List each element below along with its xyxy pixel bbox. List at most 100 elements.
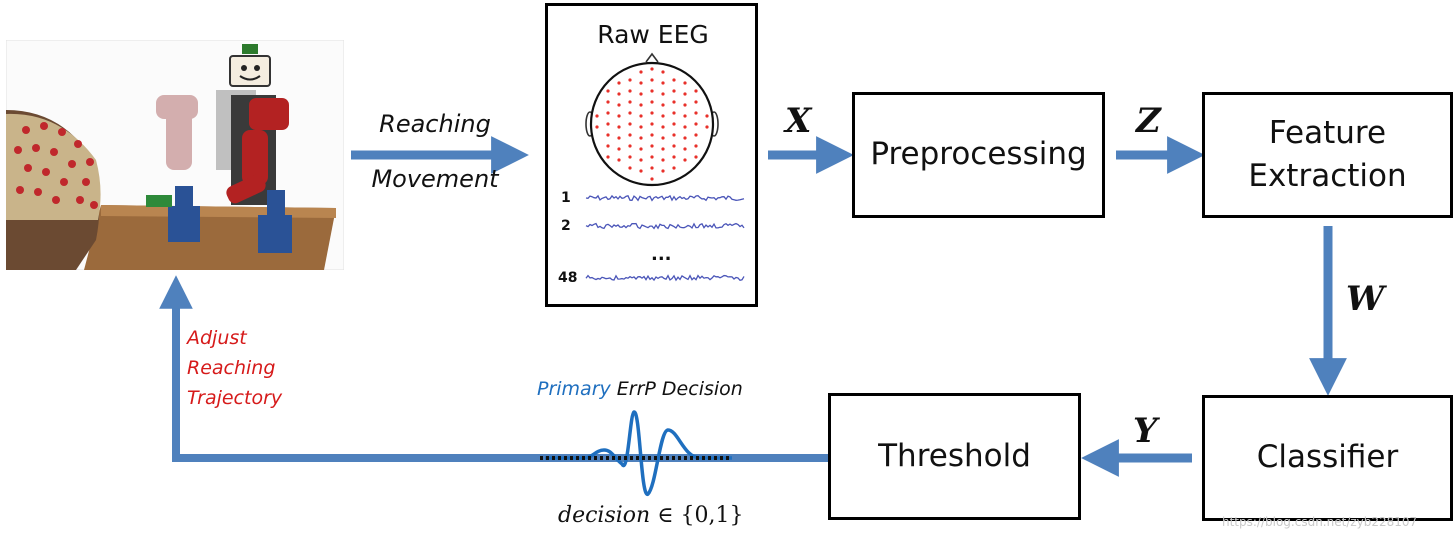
var-y: Y: [1133, 411, 1158, 451]
threshold-block: Threshold: [828, 393, 1081, 520]
electrode: [628, 89, 632, 93]
electrode: [628, 166, 632, 170]
electrode: [683, 147, 687, 151]
electrode: [628, 111, 632, 115]
electrode: [694, 155, 698, 159]
electrode: [672, 122, 676, 126]
electrode: [606, 89, 610, 93]
electrode: [595, 114, 599, 118]
electrode: [661, 114, 665, 118]
electrode: [639, 81, 643, 85]
eeg-traces: [585, 194, 745, 282]
electrode: [617, 114, 621, 118]
electrode: [639, 125, 643, 129]
eeg-trace: [585, 222, 745, 230]
reaching-label: Reaching: [379, 110, 491, 138]
electrode: [661, 147, 665, 151]
channel-48-label: 48: [558, 270, 578, 286]
electrode: [617, 81, 621, 85]
electrode: [694, 89, 698, 93]
electrode: [628, 122, 632, 126]
electrode: [650, 100, 654, 104]
electrode: [650, 155, 654, 159]
scalp-map: [585, 52, 719, 187]
electrode: [650, 177, 654, 181]
electrode: [606, 100, 610, 104]
electrode: [628, 144, 632, 148]
electrode: [606, 144, 610, 148]
var-w: W: [1346, 279, 1385, 319]
electrode: [683, 125, 687, 129]
channel-2-label: 2: [561, 218, 571, 234]
electrode: [672, 78, 676, 82]
electrode: [661, 81, 665, 85]
electrode: [672, 166, 676, 170]
electrode: [606, 122, 610, 126]
movement-label: Movement: [371, 165, 499, 193]
electrode: [661, 92, 665, 96]
primary-word: Primary: [537, 378, 611, 400]
electrode: [683, 114, 687, 118]
electrode: [672, 111, 676, 115]
classifier-label: Classifier: [1256, 439, 1399, 476]
electrode: [606, 111, 610, 115]
channel-ellipsis: ...: [651, 244, 672, 265]
electrode: [694, 133, 698, 137]
electrode: [617, 158, 621, 162]
decision-expression: decision ∈ {0,1}: [558, 503, 744, 528]
electrode: [639, 169, 643, 173]
eeg-trace: [585, 274, 745, 282]
electrode: [595, 125, 599, 129]
electrode: [672, 144, 676, 148]
electrode: [639, 70, 643, 74]
errp-decision-label: Primary ErrP Decision: [537, 378, 743, 400]
electrode: [639, 136, 643, 140]
electrode: [683, 92, 687, 96]
electrode: [650, 78, 654, 82]
channel-1-label: 1: [561, 190, 571, 206]
electrode: [628, 133, 632, 137]
preprocessing-label: Preprocessing: [870, 136, 1087, 173]
eeg-trace: [585, 194, 745, 202]
electrode: [683, 158, 687, 162]
watermark: https://blog.csdn.net/zyb228107: [1222, 515, 1418, 529]
raw-eeg-panel: Raw EEG 1 2 ... 48: [545, 3, 758, 307]
electrode: [694, 100, 698, 104]
electrode: [672, 155, 676, 159]
electrode: [694, 122, 698, 126]
electrode: [683, 136, 687, 140]
electrode: [606, 155, 610, 159]
preprocessing-block: Preprocessing: [852, 92, 1105, 218]
electrode: [639, 92, 643, 96]
electrode: [661, 136, 665, 140]
electrode: [661, 158, 665, 162]
electrode: [694, 144, 698, 148]
electrode: [639, 147, 643, 151]
electrode: [661, 125, 665, 129]
electrode: [617, 92, 621, 96]
electrode: [650, 122, 654, 126]
electrode: [650, 111, 654, 115]
errp-waveform: [545, 410, 732, 496]
var-z: Z: [1136, 101, 1161, 141]
electrode: [639, 103, 643, 107]
robot-scene-illustration: [5, 39, 345, 271]
electrode: [650, 166, 654, 170]
electrode: [639, 114, 643, 118]
raw-eeg-title: Raw EEG: [597, 20, 709, 49]
electrode: [639, 158, 643, 162]
electrode: [650, 89, 654, 93]
electrode: [628, 78, 632, 82]
adjust-trajectory-label: Adjust Reaching Trajectory: [187, 327, 283, 409]
electrode: [617, 103, 621, 107]
electrode: [606, 133, 610, 137]
electrode: [683, 103, 687, 107]
electrode: [705, 125, 709, 129]
electrode: [628, 100, 632, 104]
electrode: [661, 103, 665, 107]
electrode: [705, 114, 709, 118]
electrode: [672, 133, 676, 137]
electrode: [650, 133, 654, 137]
